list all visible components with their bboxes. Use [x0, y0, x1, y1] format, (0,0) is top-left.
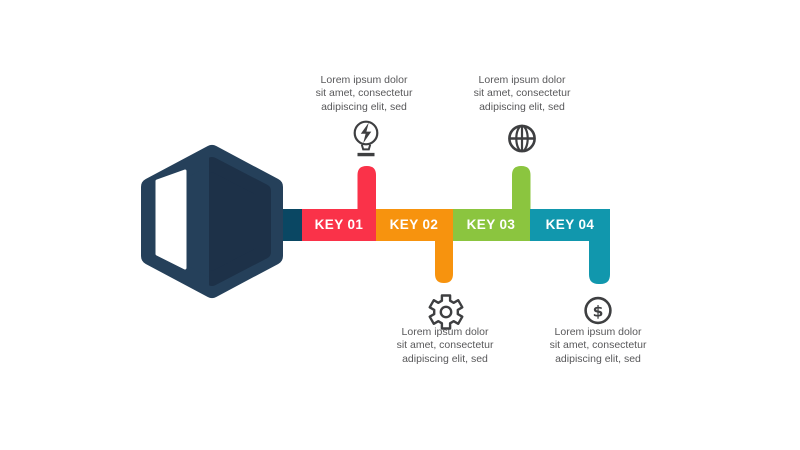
- segment-key-01: [302, 166, 377, 241]
- dollar-circle-icon: $: [584, 296, 612, 325]
- callout-line: sit amet, consectetur: [473, 87, 571, 100]
- segment-label-key-03: KEY 03: [466, 217, 516, 232]
- callout-line: adipiscing elit, sed: [402, 352, 488, 365]
- lightbulb-bolt-icon: [353, 120, 379, 157]
- callout-text-4: Lorem ipsum dolor sit amet, consectetur …: [523, 326, 673, 366]
- callout-text-3: Lorem ipsum dolor sit amet, consectetur …: [370, 326, 520, 366]
- segment-key-02: [376, 209, 453, 283]
- callout-line: adipiscing elit, sed: [321, 100, 407, 113]
- segment-tooth-down: [435, 216, 453, 283]
- callout-line: sit amet, consectetur: [396, 339, 494, 352]
- segment-label-key-02: KEY 02: [389, 217, 439, 232]
- gear-hole: [439, 305, 453, 319]
- bulb-neck: [360, 144, 372, 151]
- key-head-inner-facet: [209, 157, 271, 286]
- key-collar: [283, 209, 303, 241]
- callout-line: sit amet, consectetur: [315, 87, 413, 100]
- segment-tooth-down: [589, 216, 610, 284]
- callout-line: Lorem ipsum dolor: [401, 326, 489, 338]
- callout-line: sit amet, consectetur: [549, 339, 647, 352]
- bolt-glyph: [360, 122, 372, 144]
- segment-label-key-04: KEY 04: [545, 217, 595, 232]
- segment-label-key-01: KEY 01: [314, 217, 364, 232]
- callout-line: Lorem ipsum dolor: [320, 74, 408, 86]
- dollar-glyph: $: [593, 303, 604, 321]
- bulb-outline: [353, 120, 379, 146]
- callout-text-1: Lorem ipsum dolor sit amet, consectetur …: [289, 74, 439, 114]
- gear-icon: [428, 294, 464, 330]
- globe-icon: [508, 124, 536, 153]
- callout-line: adipiscing elit, sed: [555, 352, 641, 365]
- callout-line: Lorem ipsum dolor: [554, 326, 642, 338]
- callout-text-2: Lorem ipsum dolor sit amet, consectetur …: [447, 74, 597, 114]
- segment-tooth-up: [357, 166, 376, 234]
- key-head: [141, 145, 303, 298]
- callout-line: Lorem ipsum dolor: [478, 74, 566, 86]
- segment-tooth-up: [512, 166, 531, 234]
- segment-key-04: [530, 209, 610, 284]
- key-head-highlight: [155, 169, 187, 270]
- segment-key-03: [453, 166, 531, 241]
- callout-line: adipiscing elit, sed: [479, 100, 565, 113]
- dollar-circle: [584, 296, 612, 325]
